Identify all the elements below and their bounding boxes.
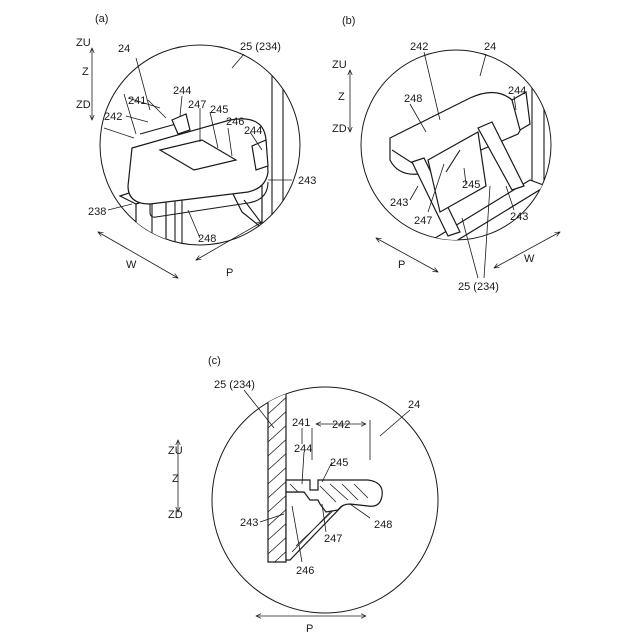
- panel-a: (a) ZU Z ZD: [76, 13, 316, 279]
- panel-b-dir-p: P: [398, 259, 405, 271]
- panel-c-axis-z: Z: [172, 473, 179, 485]
- panel-a-axis-zd: ZD: [76, 99, 91, 111]
- panel-c-label-24: 24: [408, 399, 420, 411]
- panel-b-label-247: 247: [414, 215, 432, 227]
- panel-b-label-242: 242: [410, 41, 428, 53]
- panel-a-label-241: 241: [128, 95, 146, 107]
- panel-b-label-244: 244: [508, 85, 526, 97]
- panel-b-dir-w: W: [524, 253, 535, 265]
- panel-a-label-248: 248: [198, 233, 216, 245]
- panel-c-label-241: 241: [292, 417, 310, 429]
- panel-b-label-248: 248: [404, 93, 422, 105]
- panel-a-label-244-side: 244: [244, 125, 262, 137]
- panel-b: (b) ZU Z ZD: [332, 15, 560, 293]
- panel-a-caption: (a): [95, 13, 108, 25]
- panel-a-label-243: 243: [298, 175, 316, 187]
- panel-a-label-247: 247: [188, 99, 206, 111]
- panel-b-label-243-left: 243: [390, 197, 408, 209]
- panel-c-label-242: 242: [332, 419, 350, 431]
- panel-c-label-243: 243: [240, 517, 258, 529]
- panel-b-caption: (b): [342, 15, 355, 27]
- panel-c-label-25: 25 (234): [214, 379, 255, 391]
- panel-b-label-24: 24: [484, 41, 496, 53]
- panel-a-label-246: 246: [226, 116, 244, 128]
- panel-a-label-244-top: 244: [173, 85, 191, 97]
- panel-c-dir-p: P: [306, 623, 313, 635]
- panel-c-label-246: 246: [296, 565, 314, 577]
- panel-c-axis-zu: ZU: [168, 445, 183, 457]
- panel-b-axis-zu: ZU: [332, 59, 347, 71]
- panel-b-label-245: 245: [462, 179, 480, 191]
- panel-c-caption: (c): [208, 355, 221, 367]
- panel-b-z-axis: ZU Z ZD: [332, 59, 350, 135]
- panel-a-drawing: [120, 40, 300, 250]
- panel-b-axis-z: Z: [338, 91, 345, 103]
- panel-c-z-axis: ZU Z ZD: [168, 440, 183, 521]
- panel-a-axis-zu: ZU: [76, 37, 91, 49]
- panel-a-label-24: 24: [118, 43, 130, 55]
- panel-c: (c) ZU Z ZD: [168, 355, 438, 635]
- panel-a-label-242: 242: [104, 111, 122, 123]
- panel-a-label-245: 245: [210, 104, 228, 116]
- panel-a-axis-z: Z: [82, 66, 89, 78]
- panel-a-dir-w: W: [126, 259, 137, 271]
- panel-b-label-243-right: 243: [510, 211, 528, 223]
- panel-a-label-238: 238: [88, 206, 106, 218]
- panel-c-axis-zd: ZD: [168, 509, 183, 521]
- panel-c-label-245: 245: [330, 457, 348, 469]
- panel-c-label-248: 248: [374, 519, 392, 531]
- panel-b-p-direction-arrow: [376, 238, 438, 272]
- panel-a-dir-p: P: [226, 267, 233, 279]
- panel-b-axis-zd: ZD: [332, 123, 347, 135]
- panel-a-label-25: 25 (234): [240, 41, 281, 53]
- panel-a-z-axis: ZU Z ZD: [76, 37, 92, 120]
- panel-c-label-247: 247: [324, 533, 342, 545]
- panel-c-label-244: 244: [294, 443, 312, 455]
- panel-b-label-25: 25 (234): [458, 281, 499, 293]
